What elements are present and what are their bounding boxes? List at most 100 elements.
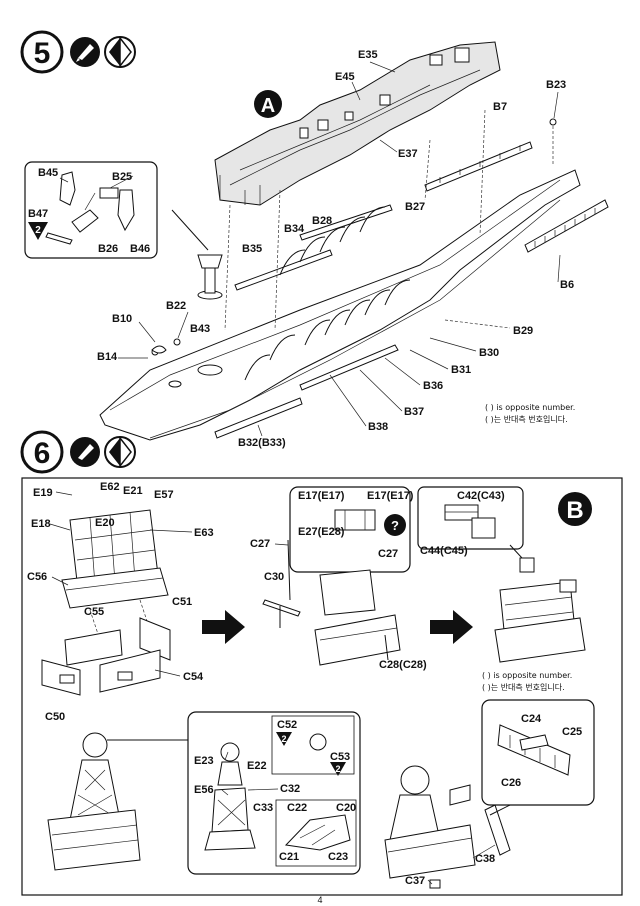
step-5-labels: E35 E45 E37 B23 B7 B27 B6 B45 B25 B47 B2…: [28, 49, 575, 449]
label-b14: B14: [97, 351, 118, 363]
label-e37: E37: [398, 148, 418, 160]
label-e63: E63: [194, 527, 214, 539]
label-b31: B31: [451, 364, 471, 376]
c52-step-ref: 2: [281, 734, 286, 744]
label-b26: B26: [98, 243, 118, 255]
railing-b27: [424, 141, 533, 192]
label-c54: C54: [183, 671, 204, 683]
label-e19: E19: [33, 487, 53, 499]
callout-a: A: [254, 90, 282, 118]
subassembly-box-c42: [417, 486, 524, 559]
label-b34: B34: [284, 223, 305, 235]
glue-icon: [70, 37, 100, 67]
label-c42: C42(C43): [457, 490, 505, 502]
label-b38: B38: [368, 421, 388, 433]
label-c27a: C27: [250, 538, 270, 550]
label-b35: B35: [242, 243, 262, 255]
walls-c55-c51: [41, 617, 171, 696]
label-c25: C25: [562, 726, 582, 738]
label-b23: B23: [546, 79, 566, 91]
label-c28: C28(C28): [379, 659, 427, 671]
label-b30: B30: [479, 347, 499, 359]
label-e22: E22: [247, 760, 267, 772]
brackets-b34: [279, 206, 386, 276]
label-c37: C37: [405, 875, 425, 887]
label-e20: E20: [95, 517, 115, 529]
both-sides-icon: [104, 435, 136, 469]
step-5-header: 5: [20, 30, 136, 74]
label-e62: E62: [100, 481, 120, 493]
label-c56: C56: [27, 571, 47, 583]
label-c23: C23: [328, 851, 348, 863]
label-e56: E56: [194, 784, 214, 796]
label-b37: B37: [404, 406, 424, 418]
railing-b32: [214, 397, 303, 439]
label-c44: C44(C45): [420, 545, 468, 557]
detail-box-radar: 2 2: [187, 711, 361, 875]
label-b45: B45: [38, 167, 58, 179]
callout-b-letter: B: [566, 497, 583, 524]
part-b10: [151, 345, 167, 354]
mast-b43: [197, 254, 223, 300]
subassembly-box-b: 2: [24, 161, 158, 259]
note-ko: ( )는 반대측 번호입니다.: [482, 682, 565, 692]
railing-b28: [299, 204, 393, 241]
arrow-icon: [430, 610, 473, 644]
label-b6: B6: [560, 279, 574, 291]
step-6-header: 6: [20, 430, 136, 474]
railing-b6: [524, 199, 609, 253]
leader-lines-5: [59, 61, 561, 437]
step-number: 6: [34, 437, 51, 470]
label-e21: E21: [123, 485, 143, 497]
leader-lines-6: [49, 491, 496, 885]
label-b25: B25: [112, 171, 132, 183]
page-number: 4: [317, 895, 322, 905]
label-b7: B7: [493, 101, 507, 113]
label-e18: E18: [31, 518, 51, 530]
note-ko: ( )는 반대측 번호입니다.: [485, 414, 568, 424]
both-sides-icon: [104, 35, 136, 69]
label-b32: B32(B33): [238, 437, 286, 449]
step-6-labels: E19 E62 E21 E57 E18 E20 E63 C56 C55 C51 …: [27, 481, 582, 887]
label-c52: C52: [277, 719, 297, 731]
b47-step-ref: 2: [35, 225, 41, 236]
label-b10: B10: [112, 313, 132, 325]
step-6-frame: [21, 477, 623, 896]
label-c55: C55: [84, 606, 104, 618]
tower-assembly-middle: ?: [262, 486, 411, 666]
railing-b35: [234, 249, 333, 291]
label-c22: C22: [287, 802, 307, 814]
tower-assembly-e: [61, 509, 169, 641]
label-c53: C53: [330, 751, 350, 763]
label-b36: B36: [423, 380, 443, 392]
brackets-b30: [244, 279, 411, 381]
label-b46: B46: [130, 243, 150, 255]
label-c32: C32: [280, 783, 300, 795]
label-b47: B47: [28, 208, 48, 220]
label-c26: C26: [501, 777, 521, 789]
note-en: ( ) is opposite number.: [485, 403, 575, 412]
callout-a-letter: A: [261, 95, 275, 117]
label-b29: B29: [513, 325, 533, 337]
label-c21: C21: [279, 851, 299, 863]
label-e17a: E17(E17): [298, 490, 345, 502]
label-e17b: E17(E17): [367, 490, 414, 502]
label-c30: C30: [264, 571, 284, 583]
label-c20: C20: [336, 802, 356, 814]
subassembly-box-c24: [481, 699, 595, 816]
svg-text:?: ?: [391, 518, 399, 533]
tower-assembly-right: [494, 557, 586, 663]
label-c24: C24: [521, 713, 542, 725]
step-number-badge: [20, 430, 64, 474]
arrow-icon: [202, 610, 245, 644]
label-b22: B22: [166, 300, 186, 312]
label-e45: E45: [335, 71, 355, 83]
label-c51: C51: [172, 596, 192, 608]
label-e27: E27(E28): [298, 526, 345, 538]
radar-assembly-c50: [47, 732, 190, 871]
label-b27: B27: [405, 201, 425, 213]
callout-b: B: [558, 492, 592, 526]
label-c33: C33: [253, 802, 273, 814]
part-b23: [549, 118, 557, 126]
hull-assembly: [99, 169, 581, 441]
